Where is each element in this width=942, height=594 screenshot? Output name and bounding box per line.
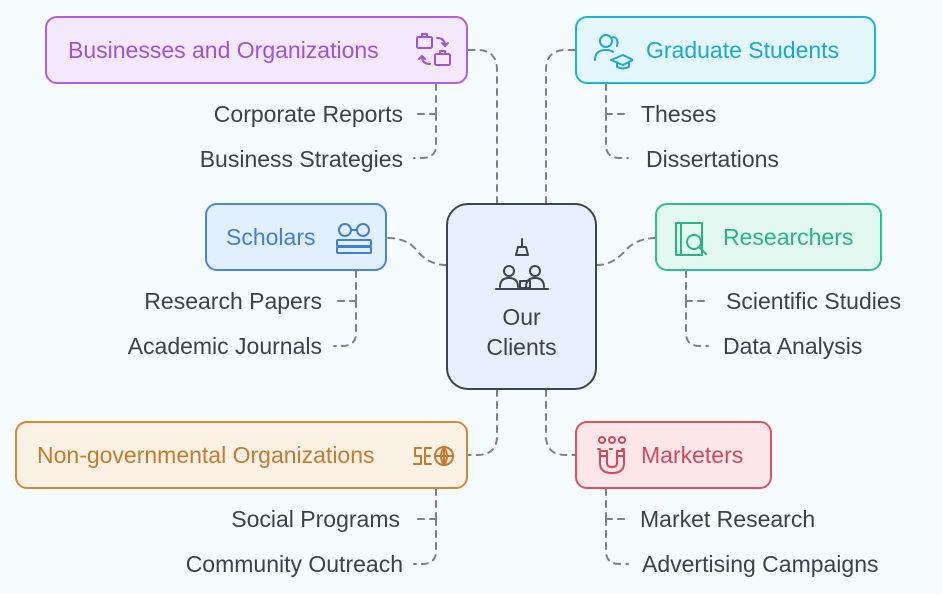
connector-researchers-items xyxy=(685,270,709,347)
people-at-desk-icon xyxy=(495,238,549,290)
group-scholars-label: Scholars xyxy=(226,223,316,250)
connector-ngo xyxy=(467,389,498,456)
scholars-item-2: Academic Journals xyxy=(127,333,322,359)
connector-businesses-items xyxy=(413,83,437,159)
researchers-item-2: Data Analysis xyxy=(723,333,863,359)
graduate-item-2: Dissertations xyxy=(646,146,779,172)
connector-graduate xyxy=(545,49,578,204)
group-graduate: Graduate Students xyxy=(575,16,876,84)
connector-scholars xyxy=(387,237,447,266)
group-researchers-label: Researchers xyxy=(723,223,854,250)
connector-researchers xyxy=(596,237,657,266)
connector-marketers-items xyxy=(605,488,629,565)
group-marketers-label: Marketers xyxy=(641,441,744,468)
scholars-item-1: Research Papers xyxy=(144,288,322,314)
businesses-item-1: Corporate Reports xyxy=(213,101,403,127)
connector-businesses xyxy=(467,49,498,204)
seo-globe-icon xyxy=(413,446,454,466)
center-node: Our Clients xyxy=(446,203,597,390)
center-title-line1: Our xyxy=(502,304,541,330)
ngo-item-1: Social Programs xyxy=(231,506,400,532)
group-ngo-label: Non-governmental Organizations xyxy=(37,441,375,468)
glasses-books-icon xyxy=(336,223,372,254)
connector-scholars-items xyxy=(333,270,357,347)
group-researchers: Researchers xyxy=(655,203,882,271)
briefcase-exchange-icon xyxy=(416,33,451,66)
marketers-item-2: Advertising Campaigns xyxy=(642,551,879,577)
graduate-students-icon xyxy=(594,34,633,70)
group-graduate-label: Graduate Students xyxy=(646,36,840,63)
ngo-item-2: Community Outreach xyxy=(185,551,403,577)
group-marketers: Marketers xyxy=(575,421,772,489)
center-title-line2: Clients xyxy=(486,334,557,360)
group-businesses: Businesses and Organizations xyxy=(45,16,468,84)
group-ngo: Non-governmental Organizations xyxy=(15,421,468,489)
connector-marketers xyxy=(545,389,578,456)
marketers-item-1: Market Research xyxy=(640,506,816,532)
graduate-item-1: Theses xyxy=(641,101,717,127)
group-scholars: Scholars xyxy=(205,203,387,271)
connector-graduate-items xyxy=(605,83,629,159)
book-search-icon xyxy=(675,222,707,256)
magnet-audience-icon xyxy=(597,436,626,474)
businesses-item-2: Business Strategies xyxy=(199,146,403,172)
researchers-item-1: Scientific Studies xyxy=(726,288,902,314)
group-businesses-label: Businesses and Organizations xyxy=(68,36,379,63)
connector-ngo-items xyxy=(413,488,437,565)
